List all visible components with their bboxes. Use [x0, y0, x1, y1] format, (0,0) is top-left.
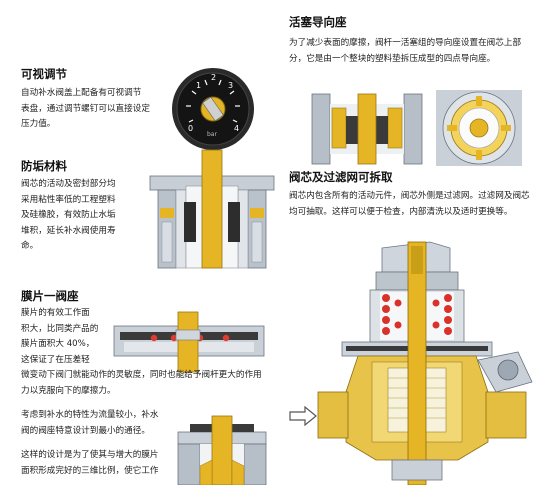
- diaphragm-section-text-wide: 微变动下阀门就能动作的灵敏度，同时也能给予阀杆更大的作用 力以克服向下的摩擦力。: [21, 368, 262, 399]
- text-line: 均可抽取。这样可以便于检查，内部清洗以及适时更换等。: [289, 206, 513, 217]
- text-line: 面积形成完好的三维比例，使它工作: [21, 465, 159, 476]
- text-line: 考虑到补水的特性为流量较小，补水: [21, 410, 159, 420]
- diaphragm-section-text-3: 这样的设计是为了使其与增大的膜片 面积形成完好的三维比例，使它工作: [21, 448, 159, 479]
- text-line: 力以克服向下的摩擦力。: [21, 385, 116, 396]
- text-line: 分，它是由一个整块的塑料垫拆压成型的四点导向座。: [289, 53, 496, 64]
- scale-section-text: 阀芯的活动及密封部分均 采用粘性率低的工程塑料 及硅橡胶，有效防止水垢 堆积，延…: [21, 177, 116, 255]
- text-line: 微变动下阀门就能动作的灵敏度，同时也能给予阀杆更大的作用: [21, 370, 262, 380]
- gauge-section-title: 可视调节: [21, 67, 67, 81]
- valve-seat-illustration: [177, 415, 267, 485]
- pressure-gauge-icon: 0 1 2 3 4 bar: [172, 68, 254, 150]
- text-line: 自动补水阀盖上配备有可视调节: [21, 88, 142, 98]
- text-line: 阀芯内包含所有的活动元件，阀芯外侧是过滤网。过滤网及阀芯: [289, 191, 530, 201]
- diaphragm-section-text: 膜片的有效工作面 积大，比同类产品的 膜片面积大 40%， 这保证了在压差轻: [21, 306, 98, 368]
- text-line: 这保证了在压差轻: [21, 354, 90, 365]
- text-line: 积大，比同类产品的: [21, 323, 99, 334]
- guide-section-title: 活塞导向座: [289, 15, 347, 29]
- text-line: 阀芯的活动及密封部分均: [21, 179, 116, 189]
- valve-core-section-illustration: [148, 149, 276, 269]
- text-line: 膜片的有效工作面: [21, 308, 90, 318]
- text-line: 堆积，延长补水阀使用寿: [21, 225, 116, 236]
- gauge-unit: bar: [207, 131, 217, 138]
- text-line: 膜片面积大 40%，: [21, 339, 95, 350]
- gauge-tick: 0: [188, 124, 193, 133]
- text-line: 为了减少表面的摩擦，阀杆一活塞组的导向座设置在阀芯上部: [289, 38, 522, 48]
- scale-section-title: 防垢材料: [21, 159, 67, 173]
- arrow-right-outline-icon: [289, 405, 317, 427]
- piston-guide-section-illustration: [311, 93, 423, 165]
- guide-section-text: 为了减少表面的摩擦，阀杆一活塞组的导向座设置在阀芯上部 分，它是由一个整块的塑料…: [289, 36, 521, 67]
- text-line: 采用粘性率低的工程塑料: [21, 194, 116, 205]
- gauge-tick: 3: [228, 81, 233, 90]
- piston-guide-top-view-illustration: [436, 90, 522, 166]
- filter-section-title: 阀芯及过滤网可拆取: [289, 170, 393, 184]
- text-line: 表盘，通过调节螺钉可以直接设定: [21, 103, 150, 114]
- text-line: 命。: [21, 241, 39, 252]
- text-line: 阀的阀座特意设计到最小的通径。: [21, 425, 150, 436]
- text-line: 及硅橡胶，有效防止水垢: [21, 210, 116, 221]
- diaphragm-section-text-2: 考虑到补水的特性为流量较小，补水 阀的阀座特意设计到最小的通径。: [21, 408, 159, 439]
- gauge-section-text: 自动补水阀盖上配备有可视调节 表盘，通过调节螺钉可以直接设定 压力值。: [21, 86, 150, 133]
- text-line: 压力值。: [21, 119, 56, 130]
- gauge-tick: 1: [196, 81, 201, 90]
- gauge-tick: 4: [234, 124, 239, 133]
- filter-section-text: 阀芯内包含所有的活动元件，阀芯外侧是过滤网。过滤网及阀芯 均可抽取。这样可以便于…: [289, 189, 530, 220]
- text-line: 这样的设计是为了使其与增大的膜片: [21, 450, 159, 460]
- pressure-reducing-valve-cutaway-illustration: [317, 241, 533, 485]
- diaphragm-seat-illustration: [113, 311, 265, 373]
- gauge-tick: 2: [211, 73, 216, 82]
- diaphragm-section-title: 膜片一阀座: [21, 289, 79, 303]
